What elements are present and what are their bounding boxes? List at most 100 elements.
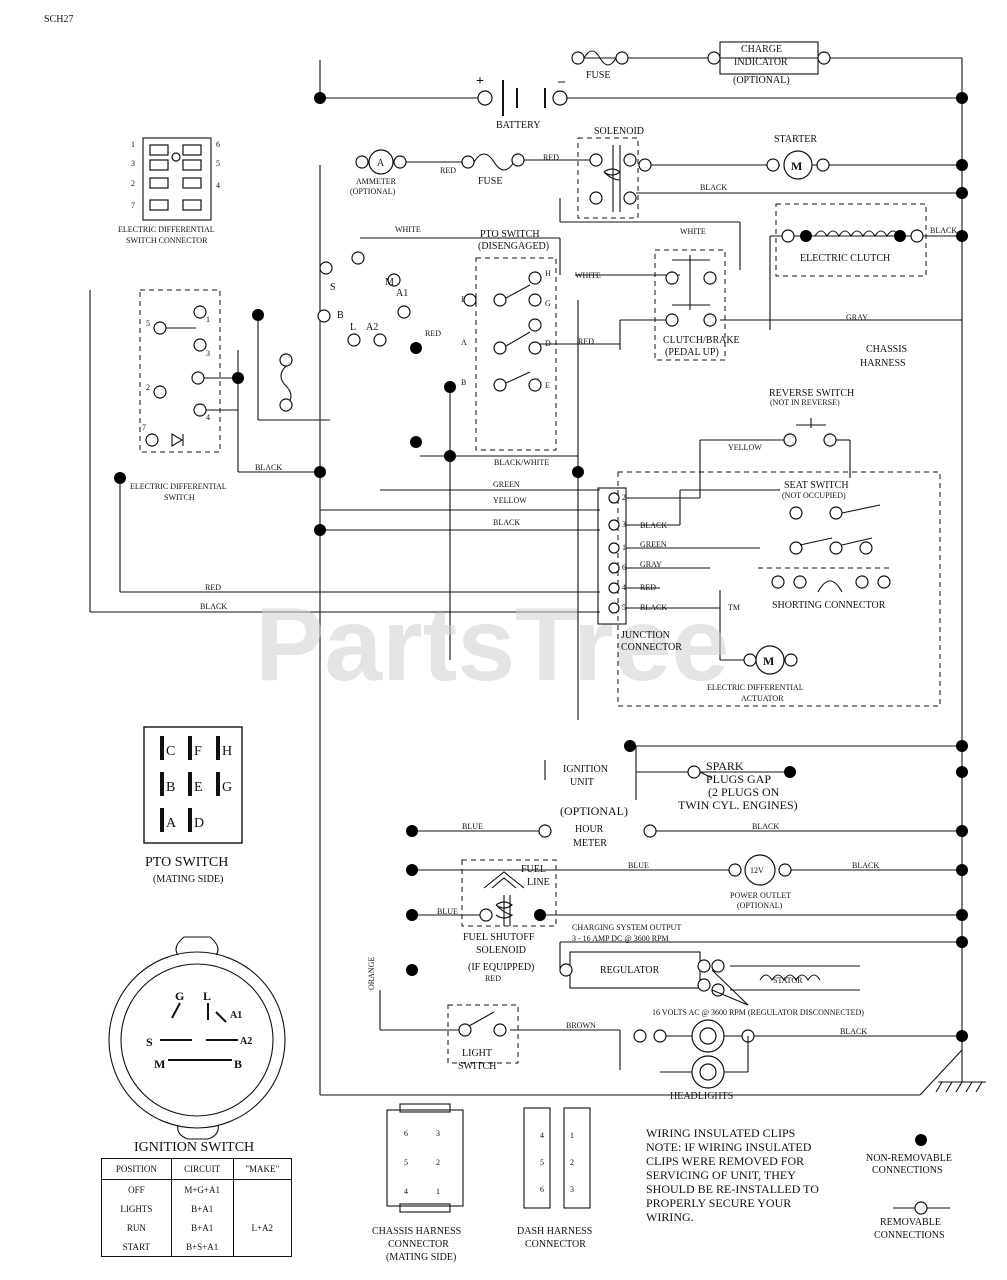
dash-pin-f: 3 [570,1185,574,1194]
pto-switch-state: (DISENGAGED) [478,241,549,252]
pto-term-5: D [545,339,551,348]
ign-a2: A2 [240,1036,252,1047]
ediff-fuse [279,353,293,412]
dash-pin-e: 6 [540,1185,544,1194]
wire-red-label-fuse: RED [440,166,456,175]
pto-term-2: H [545,269,551,278]
non-removable-dot [314,466,326,478]
table-cell: B+A1 [170,1199,234,1218]
non-removable-dot [232,372,244,384]
table-cell: START [101,1237,172,1257]
spark-line4: TWIN CYL. ENGINES) [678,798,798,812]
pto-mating-letter: E [194,780,203,795]
chassis-connector-line2: CONNECTOR [388,1239,449,1250]
non-removable-dot [956,909,968,921]
note-line6: PROPERLY SECURE YOUR [646,1196,791,1210]
spark-plugs: SPARK PLUGS GAP (2 PLUGS ON TWIN CYL. EN… [678,759,798,812]
note-line2: NOTE: IF WIRING INSULATED [646,1140,812,1154]
non-removable-dot [534,909,546,921]
pto-mating-letter: A [166,816,177,831]
pto-mating-letter: D [194,816,204,831]
pto-term-6: B [461,378,466,387]
dash-pin-c: 5 [540,1158,544,1167]
term-a2: A2 [366,322,378,333]
shorting-connector: SHORTING CONNECTOR [758,567,891,611]
electric-clutch-label: ELECTRIC CLUTCH [800,253,890,264]
non-removable-dot [444,381,456,393]
fuel-solenoid-line2: SOLENOID [476,945,526,956]
battery-label: BATTERY [496,120,540,131]
conn-pin-5: 5 [216,159,220,168]
chassis-harness-line1: CHASSIS [866,344,907,355]
wire-black-label-hm: BLACK [752,822,779,831]
optional-label: (OPTIONAL) [560,804,628,818]
wire-gray-label-j6: GRAY [640,560,662,569]
pto-mating-letter: B [166,780,175,795]
ammeter: A AMMETER (OPTIONAL) [350,149,407,196]
chassis-pin-b: 3 [436,1129,440,1138]
non-removable-dot [956,159,968,171]
pto-switch: F H G A D B E PTO SWITCH (DISENGAGED) WH… [461,227,706,467]
light-switch-line2: SWITCH [458,1061,496,1072]
wire-black-label-harness: BLACK [493,518,520,527]
ediff-pin-1: 1 [206,315,210,324]
table-header-make: "MAKE" [232,1158,293,1180]
non-removable-dot [406,825,418,837]
shorting-connector-label: SHORTING CONNECTOR [772,600,886,611]
main-fuse: FUSE RED RED [440,153,559,187]
non-removable-dot [406,864,418,876]
pto-term-4: A [461,338,467,347]
chassis-pin-d: 2 [436,1158,440,1167]
wire-black-label-j3: BLACK [640,521,667,530]
wire-black-white-label: BLACK/WHITE [494,458,549,467]
table-cell: M+G+A1 [170,1179,234,1199]
charge-indicator-line2: INDICATOR [734,57,788,68]
fuel-line-line1: FUEL [521,864,546,875]
wire-black-label-po: BLACK [852,861,879,870]
solenoid: SOLENOID [577,126,644,219]
ign-m: M [154,1057,165,1071]
legend-removable-line2: CONNECTIONS [874,1230,945,1241]
table-header-row: POSITION CIRCUIT "MAKE" [101,1158,293,1180]
regulator-label: REGULATOR [600,965,660,976]
pto-mating-terminal-bar [188,736,192,760]
power-outlet-symbol: 12V [750,866,764,875]
table-header-circuit: CIRCUIT [170,1158,234,1180]
spark-line1: SPARK [706,759,744,773]
junction-connector-line2: CONNECTOR [621,642,682,653]
ediff-pin-4: 4 [206,413,210,422]
table-cell: B+A1 [170,1218,234,1237]
wire-blue-label-po: BLUE [628,861,649,870]
non-removable-dot [956,740,968,752]
junction-pin-4: 4 [622,583,626,592]
ediff-switch: 5 3 2 4 7 1 ELECTRIC DIFFERENTIAL SWITCH [130,289,238,502]
junction-connector: 2 3 1 6 4 5 JUNCTION CONNECTOR BLACK GRE… [597,487,682,653]
pto-switch-label: PTO SWITCH [480,229,540,240]
hour-meter-line1: HOUR [575,824,604,835]
pto-mating-terminal-bar [160,772,164,796]
stator-label: STATOR [773,976,803,985]
wire-black-label-lower: BLACK [200,602,227,611]
fuel-solenoid-line3: (IF EQUIPPED) [468,962,534,973]
non-removable-dot [444,450,456,462]
note-line4: SERVICING OF UNIT, THEY [646,1168,796,1182]
wire-black-label-hl: BLACK [840,1027,867,1036]
wire-yellow-label: YELLOW [493,496,527,505]
clutch-brake-line2: (PEDAL UP) [665,347,719,358]
ignition-terminal-cluster: M B L A2 A1 S WHITE RED [317,225,441,347]
non-removable-connection-dots [114,92,968,1042]
table-header-position: POSITION [101,1158,172,1180]
wire-white-label: WHITE [395,225,421,234]
non-removable-dot [114,472,126,484]
power-outlet-line2: (OPTIONAL) [737,901,783,910]
charging-line1: CHARGING SYSTEM OUTPUT [572,923,681,932]
ediff-pin-3: 3 [206,349,210,358]
table-cell: RUN [101,1218,172,1237]
pto-term-7: E [545,381,550,390]
legend-removable-line1: REMOVABLE [880,1217,941,1228]
wire-green-label-j1: GREEN [640,540,667,549]
